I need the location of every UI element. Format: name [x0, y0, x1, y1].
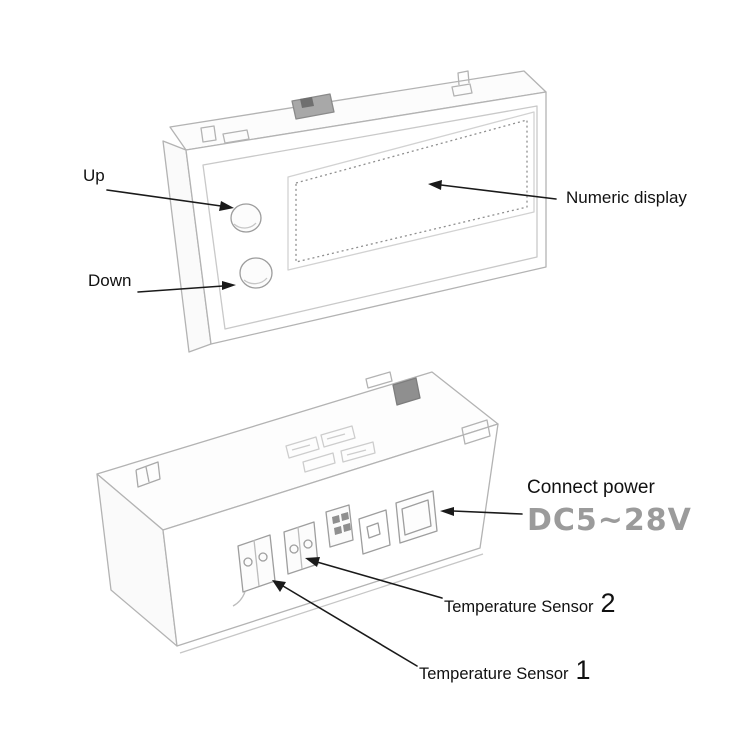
aux-connector: [358, 509, 391, 555]
up-arrow: [106, 189, 234, 211]
connect-power-arrow: [440, 507, 523, 516]
numeric-display-label: Numeric display: [566, 188, 687, 207]
annotation-arrows: [106, 180, 557, 667]
voltage-label: DC5~28V: [527, 503, 692, 538]
sensor1-arrow: [272, 580, 418, 667]
numeric-display-area: [295, 119, 528, 263]
temperature-sensor1-connector: [232, 534, 276, 607]
temperature-sensor2-text: Temperature Sensor: [444, 598, 594, 616]
temperature-sensor1-text: Temperature Sensor: [419, 665, 569, 683]
front-view-sketch: [162, 70, 547, 353]
sensor2-arrow: [305, 557, 443, 599]
temperature-sensor2-number: 2: [600, 588, 616, 618]
down-label: Down: [88, 271, 132, 290]
rear-view-sketch: [96, 371, 499, 654]
numeric-display-arrow: [428, 180, 557, 200]
power-connector: [395, 490, 438, 544]
temperature-sensor2-connector: [283, 521, 319, 575]
temperature-sensor2-label: Temperature Sensor 2: [444, 588, 616, 619]
temperature-sensor1-label: Temperature Sensor 1: [419, 655, 591, 686]
dip-switch-block: [325, 504, 354, 548]
connect-power-label: Connect power: [527, 477, 655, 498]
temperature-sensor1-number: 1: [575, 655, 591, 685]
up-label: Up: [83, 166, 105, 185]
down-arrow: [137, 281, 236, 293]
